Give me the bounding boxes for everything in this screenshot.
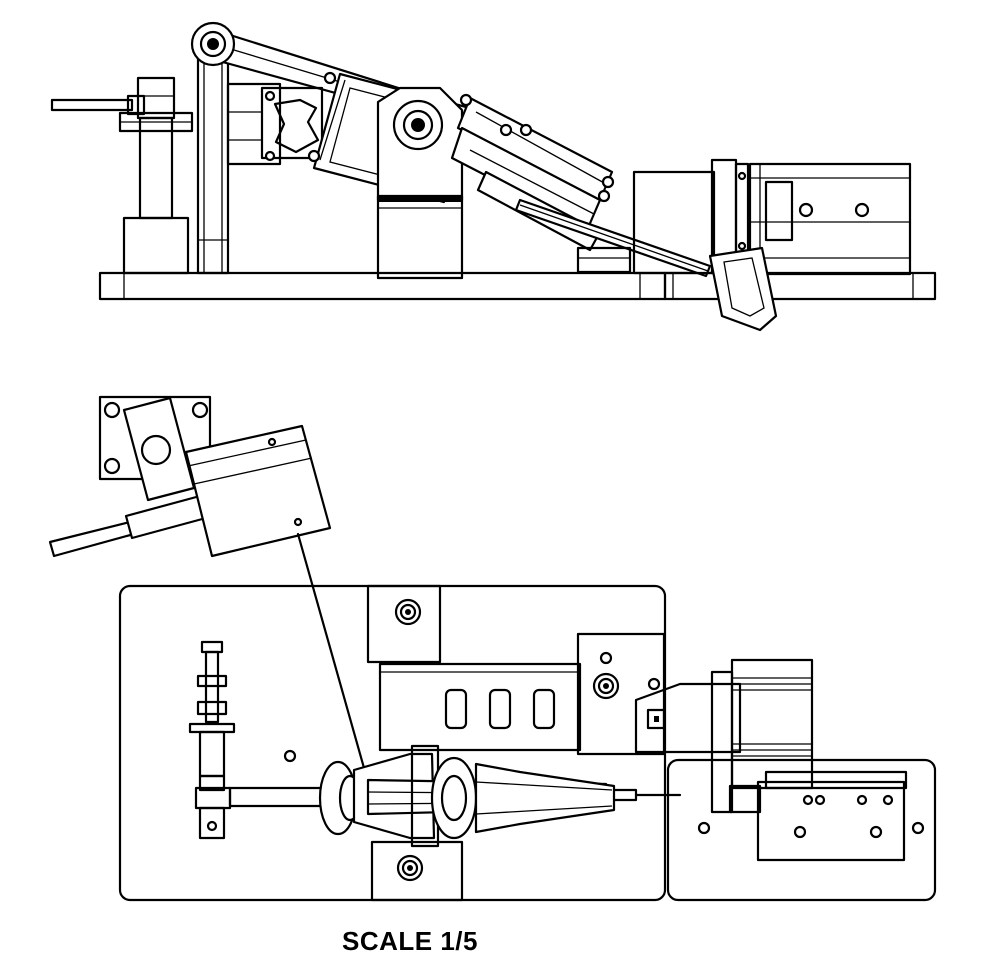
side-elevation-view — [50, 21, 937, 332]
linkage-plate — [634, 682, 742, 754]
top-plan-view — [48, 395, 937, 902]
pivot-wheel-top — [190, 21, 236, 67]
cylinder-block — [728, 770, 908, 862]
pivot-disk — [392, 99, 444, 151]
scale-label: SCALE 1/5 — [342, 926, 478, 956]
slotted-plate — [378, 662, 582, 752]
motor-support-block — [632, 170, 716, 275]
vertical-column — [196, 42, 230, 275]
left-rod-holder — [50, 76, 194, 275]
lower-tilted-bracket — [708, 246, 778, 332]
piston-rod — [514, 198, 712, 278]
right-bracket — [576, 632, 666, 756]
clamp-mechanism — [226, 82, 324, 166]
probe-rod — [48, 494, 208, 558]
main-plate-right — [666, 758, 937, 902]
gripper-drum — [318, 744, 616, 848]
wall-bracket — [98, 395, 212, 502]
motor-top — [710, 658, 814, 814]
sensor-box — [184, 424, 332, 558]
cable-line — [296, 532, 366, 770]
toggle-clamp — [188, 640, 236, 840]
bottom-mount-block — [370, 840, 464, 902]
top-mount-block — [366, 584, 442, 664]
plate-holes — [283, 749, 925, 835]
